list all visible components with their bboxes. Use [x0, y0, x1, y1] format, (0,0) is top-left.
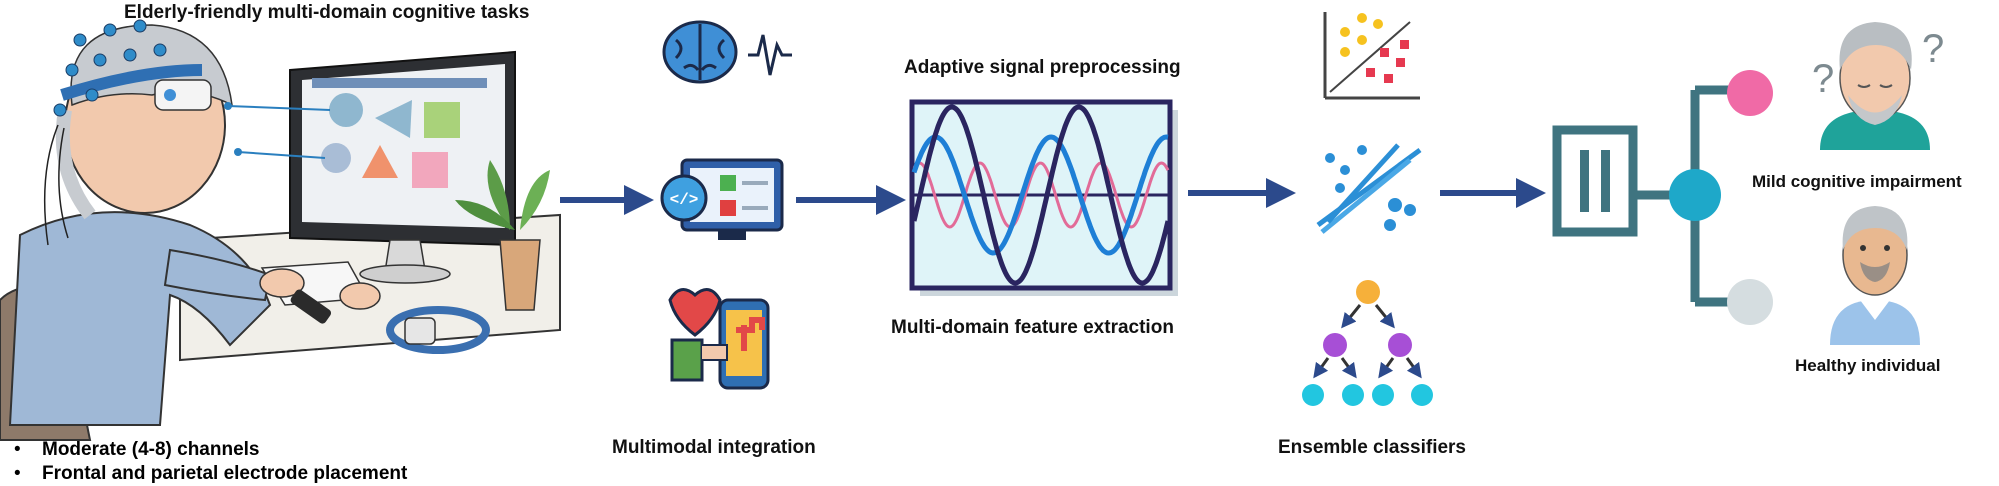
integration-label: Multimodal integration: [612, 437, 816, 458]
svg-text:?: ?: [1812, 57, 1834, 101]
healthy-person-icon: [1830, 206, 1920, 345]
svg-text:</>: </>: [670, 191, 699, 209]
mci-label: Mild cognitive impairment: [1752, 172, 1962, 191]
healthy-label: Healthy individual: [1795, 356, 1941, 375]
monitor-illustration: [289, 50, 516, 284]
acquisition-bullets: Moderate (4-8) channels Frontal and pari…: [14, 438, 407, 486]
healthy-node: [1727, 279, 1773, 325]
code-checklist-icon: </>: [660, 158, 784, 240]
svg-text:?: ?: [1922, 27, 1944, 71]
outcome-tree: [1633, 70, 1773, 325]
regression-icon: [1316, 143, 1422, 234]
bullet-channels: Moderate (4-8) channels: [14, 438, 407, 462]
mci-node: [1727, 70, 1773, 116]
classifier-icon: [1552, 125, 1638, 237]
preprocessing-label: Adaptive signal preprocessing: [904, 57, 1181, 78]
blue-signal-wave: [911, 134, 1169, 256]
task-title: Elderly-friendly multi-domain cognitive …: [124, 2, 530, 23]
bullet-electrode-placement: Frontal and parietal electrode placement: [14, 462, 407, 486]
signal-panel: [909, 99, 1178, 296]
hub-node: [1669, 169, 1721, 221]
feature-extraction-label: Multi-domain feature extraction: [891, 317, 1174, 338]
mci-person-icon: ? ?: [1812, 22, 1944, 150]
dark-signal-wave: [911, 104, 1171, 286]
brain-wave-icon: [662, 20, 792, 84]
classifier-label: Ensemble classifiers: [1278, 437, 1466, 458]
plant-illustration: [455, 160, 550, 311]
eeg-user-illustration: [0, 19, 561, 441]
pink-signal-wave: [912, 161, 1170, 229]
health-app-icon: [668, 288, 770, 390]
scatter-plot-icon: [1323, 12, 1420, 100]
decision-tree-icon: [1302, 280, 1433, 406]
